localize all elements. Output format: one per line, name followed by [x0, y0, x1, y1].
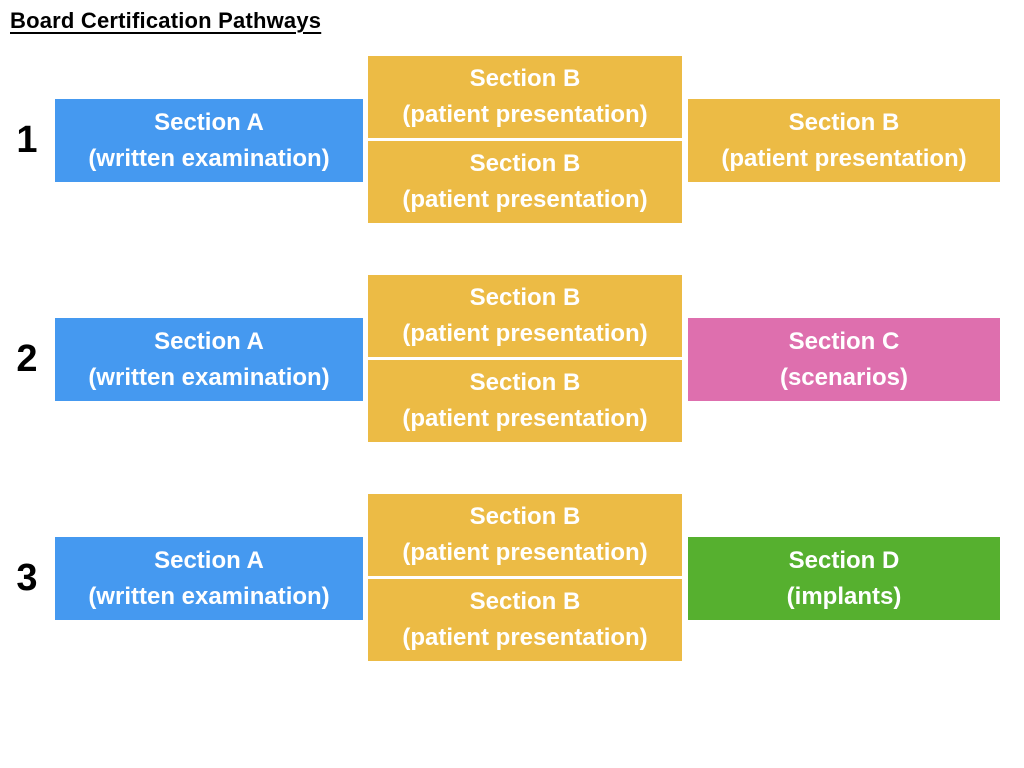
section-c-box: Section C (scenarios) [688, 318, 1000, 401]
box-title: Section A [154, 327, 264, 355]
box-subtitle: (written examination) [88, 582, 330, 610]
section-a-box: Section A (written examination) [55, 318, 363, 401]
section-b-box: Section B (patient presentation) [368, 360, 682, 442]
box-title: Section B [469, 65, 581, 92]
section-b-box: Section B (patient presentation) [368, 494, 682, 576]
section-b-box: Section B (patient presentation) [368, 56, 682, 138]
box-title: Section B [469, 284, 581, 311]
box-title: Section B [788, 108, 900, 136]
box-title: Section B [469, 588, 581, 615]
box-subtitle: (scenarios) [779, 363, 909, 391]
box-subtitle: (patient presentation) [402, 101, 648, 128]
box-title: Section D [788, 546, 900, 574]
pathway-number-1: 1 [16, 119, 38, 161]
box-subtitle: (patient presentation) [402, 320, 648, 347]
section-a-box: Section A (written examination) [55, 537, 363, 620]
section-b-box: Section B (patient presentation) [368, 141, 682, 223]
box-title: Section C [788, 327, 900, 355]
box-title: Section B [469, 503, 581, 530]
box-subtitle: (patient presentation) [402, 186, 648, 213]
box-subtitle: (patient presentation) [402, 624, 648, 651]
pathway-row-1: 1 Section A (written examination) Sectio… [0, 56, 1010, 223]
box-subtitle: (patient presentation) [402, 539, 648, 566]
box-subtitle: (written examination) [88, 363, 330, 391]
box-subtitle: (patient presentation) [721, 144, 967, 172]
box-subtitle: (written examination) [88, 144, 330, 172]
section-a-box: Section A (written examination) [55, 99, 363, 182]
box-title: Section B [469, 369, 581, 396]
box-title: Section B [469, 150, 581, 177]
pathway-row-3: 3 Section A (written examination) Sectio… [0, 494, 1010, 661]
box-title: Section A [154, 108, 264, 136]
pathway-number-3: 3 [16, 557, 38, 599]
pathway-number-2: 2 [16, 338, 38, 380]
section-b-box: Section B (patient presentation) [688, 99, 1000, 182]
box-title: Section A [154, 546, 264, 574]
box-subtitle: (implants) [786, 582, 902, 610]
box-subtitle: (patient presentation) [402, 405, 648, 432]
page-title: Board Certification Pathways [10, 8, 322, 33]
section-d-box: Section D (implants) [688, 537, 1000, 620]
section-b-box: Section B (patient presentation) [368, 579, 682, 661]
section-b-box: Section B (patient presentation) [368, 275, 682, 357]
pathway-row-2: 2 Section A (written examination) Sectio… [0, 275, 1010, 442]
